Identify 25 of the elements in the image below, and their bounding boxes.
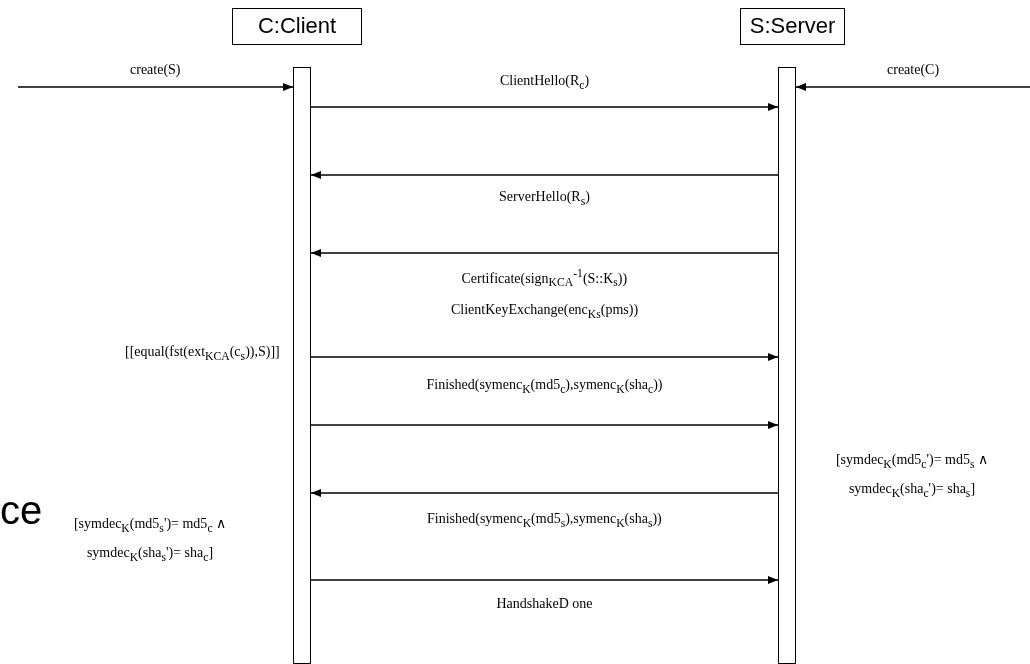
message-label: ClientKeyExchange(enc$_{K}$$_{s}$(pms)) <box>451 302 639 321</box>
message-label: Finished(symenc$_{K}$(md5$_{c}$),symenc$_{K}$(sha$_{c}$)) <box>426 377 663 396</box>
message-arrow <box>795 82 1030 92</box>
title-fragment: ce <box>0 488 43 533</box>
message-label: Finished(symenc$_{K}$(md5$_{s}$),symenc$_{K}$(sha$_{s}$)) <box>427 511 662 530</box>
guard-condition: [symdec$_{K}$(md5$_{c}$')= md5$_{s}$ ∧ symdec$_{K}$(sha$_{c}$')= sha$_{s}$] <box>834 451 990 502</box>
message-arrow <box>310 248 779 258</box>
message-label: create(C) <box>887 62 940 78</box>
message-label: ClientHello(R$_{c}$) <box>500 73 590 92</box>
lifeline-header: C:Client <box>232 8 362 45</box>
message-arrow <box>310 488 779 498</box>
message-label: ServerHello(R$_{s}$) <box>499 189 590 208</box>
message-arrow <box>17 82 294 92</box>
guard-condition: [symdec$_{K}$(md5$_{s}$')= md5$_{c}$ ∧ symdec$_{K}$(sha$_{s}$')= sha$_{c}$] <box>72 515 228 566</box>
guard-condition: [[equal(fst(ext$_{K}$$_{CA}$(c$_{s}$)),S)]] <box>125 343 280 365</box>
message-arrow <box>310 352 779 362</box>
message-label: HandshakeD one <box>496 596 593 612</box>
activation-bar <box>778 67 796 664</box>
activation-bar <box>293 67 311 664</box>
message-arrow <box>310 575 779 585</box>
message-arrow <box>310 102 779 112</box>
message-arrow <box>310 170 779 180</box>
lifeline-header: S:Server <box>740 8 845 45</box>
message-label: create(S) <box>130 62 181 78</box>
message-arrow <box>310 420 779 430</box>
